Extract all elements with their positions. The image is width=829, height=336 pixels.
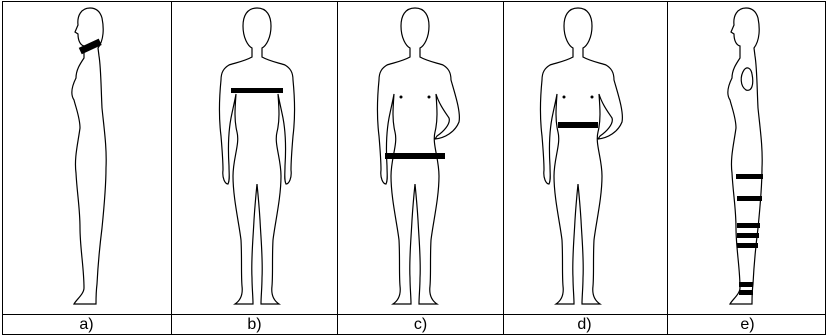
figure-a-side-view — [72, 8, 106, 304]
panel-label-e: e) — [665, 316, 829, 334]
leg-band-2 — [737, 196, 762, 201]
figure-c-front-view — [378, 8, 460, 304]
figure-d-front-view — [541, 8, 623, 304]
leg-band-6 — [739, 282, 753, 287]
panel-label-c: c) — [338, 316, 503, 334]
figure-b-front-view — [220, 8, 295, 304]
leg-band-7 — [739, 290, 753, 295]
hips-band — [385, 153, 445, 159]
bust-band — [231, 88, 283, 93]
leg-band-1 — [736, 174, 763, 179]
leg-band-5 — [737, 243, 758, 248]
leg-band-3 — [737, 223, 760, 228]
waist-band — [558, 122, 598, 128]
panel-label-b: b) — [172, 316, 337, 334]
arm-outline — [741, 68, 753, 90]
panel-label-a: a) — [4, 316, 169, 334]
figure-e-side-view — [728, 8, 763, 304]
leg-band-4 — [737, 233, 759, 238]
panel-label-d: d) — [502, 316, 667, 334]
figure-frame — [3, 2, 826, 335]
